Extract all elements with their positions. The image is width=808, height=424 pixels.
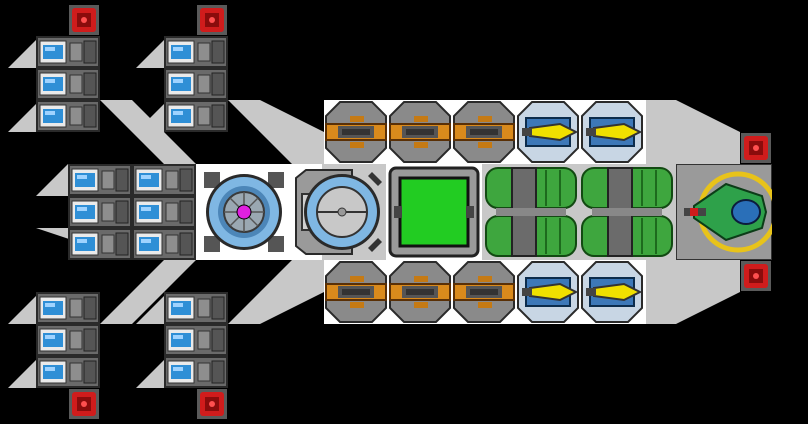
- battery-cell-icon[interactable]: [132, 196, 196, 228]
- yellow-lance-icon[interactable]: [580, 100, 644, 164]
- orange-turret-icon[interactable]: [324, 100, 388, 164]
- battery-cell-icon[interactable]: [132, 164, 196, 196]
- battery-cell-icon[interactable]: [68, 196, 132, 228]
- armor-block-icon[interactable]: [196, 4, 228, 36]
- battery-cell-icon[interactable]: [36, 356, 100, 388]
- battery-cell-icon[interactable]: [68, 228, 132, 260]
- armor-block-icon[interactable]: [68, 4, 100, 36]
- cockpit-icon[interactable]: [676, 164, 772, 260]
- armor-block-icon[interactable]: [740, 260, 772, 292]
- armor-block-icon[interactable]: [740, 132, 772, 164]
- armor-block-icon[interactable]: [196, 388, 228, 420]
- battery-cell-icon[interactable]: [164, 292, 228, 324]
- gyro-hatch-icon[interactable]: [292, 168, 384, 256]
- orange-turret-icon[interactable]: [388, 260, 452, 324]
- battery-cell-icon[interactable]: [164, 68, 228, 100]
- yellow-lance-icon[interactable]: [516, 260, 580, 324]
- orange-turret-icon[interactable]: [388, 100, 452, 164]
- armor-block-icon[interactable]: [68, 388, 100, 420]
- battery-cell-icon[interactable]: [36, 292, 100, 324]
- reactor-core-icon[interactable]: [200, 168, 288, 256]
- fuel-tank-icon[interactable]: [484, 164, 676, 260]
- battery-cell-icon[interactable]: [164, 100, 228, 132]
- battery-cell-icon[interactable]: [164, 324, 228, 356]
- battery-cell-icon[interactable]: [36, 36, 100, 68]
- battery-cell-icon[interactable]: [36, 68, 100, 100]
- battery-cell-icon[interactable]: [164, 356, 228, 388]
- cargo-bay-icon[interactable]: [388, 166, 480, 258]
- battery-cell-icon[interactable]: [68, 164, 132, 196]
- battery-cell-icon[interactable]: [164, 36, 228, 68]
- yellow-lance-icon[interactable]: [580, 260, 644, 324]
- orange-turret-icon[interactable]: [324, 260, 388, 324]
- orange-turret-icon[interactable]: [452, 260, 516, 324]
- battery-cell-icon[interactable]: [132, 228, 196, 260]
- orange-turret-icon[interactable]: [452, 100, 516, 164]
- battery-cell-icon[interactable]: [36, 324, 100, 356]
- yellow-lance-icon[interactable]: [516, 100, 580, 164]
- battery-cell-icon[interactable]: [36, 100, 100, 132]
